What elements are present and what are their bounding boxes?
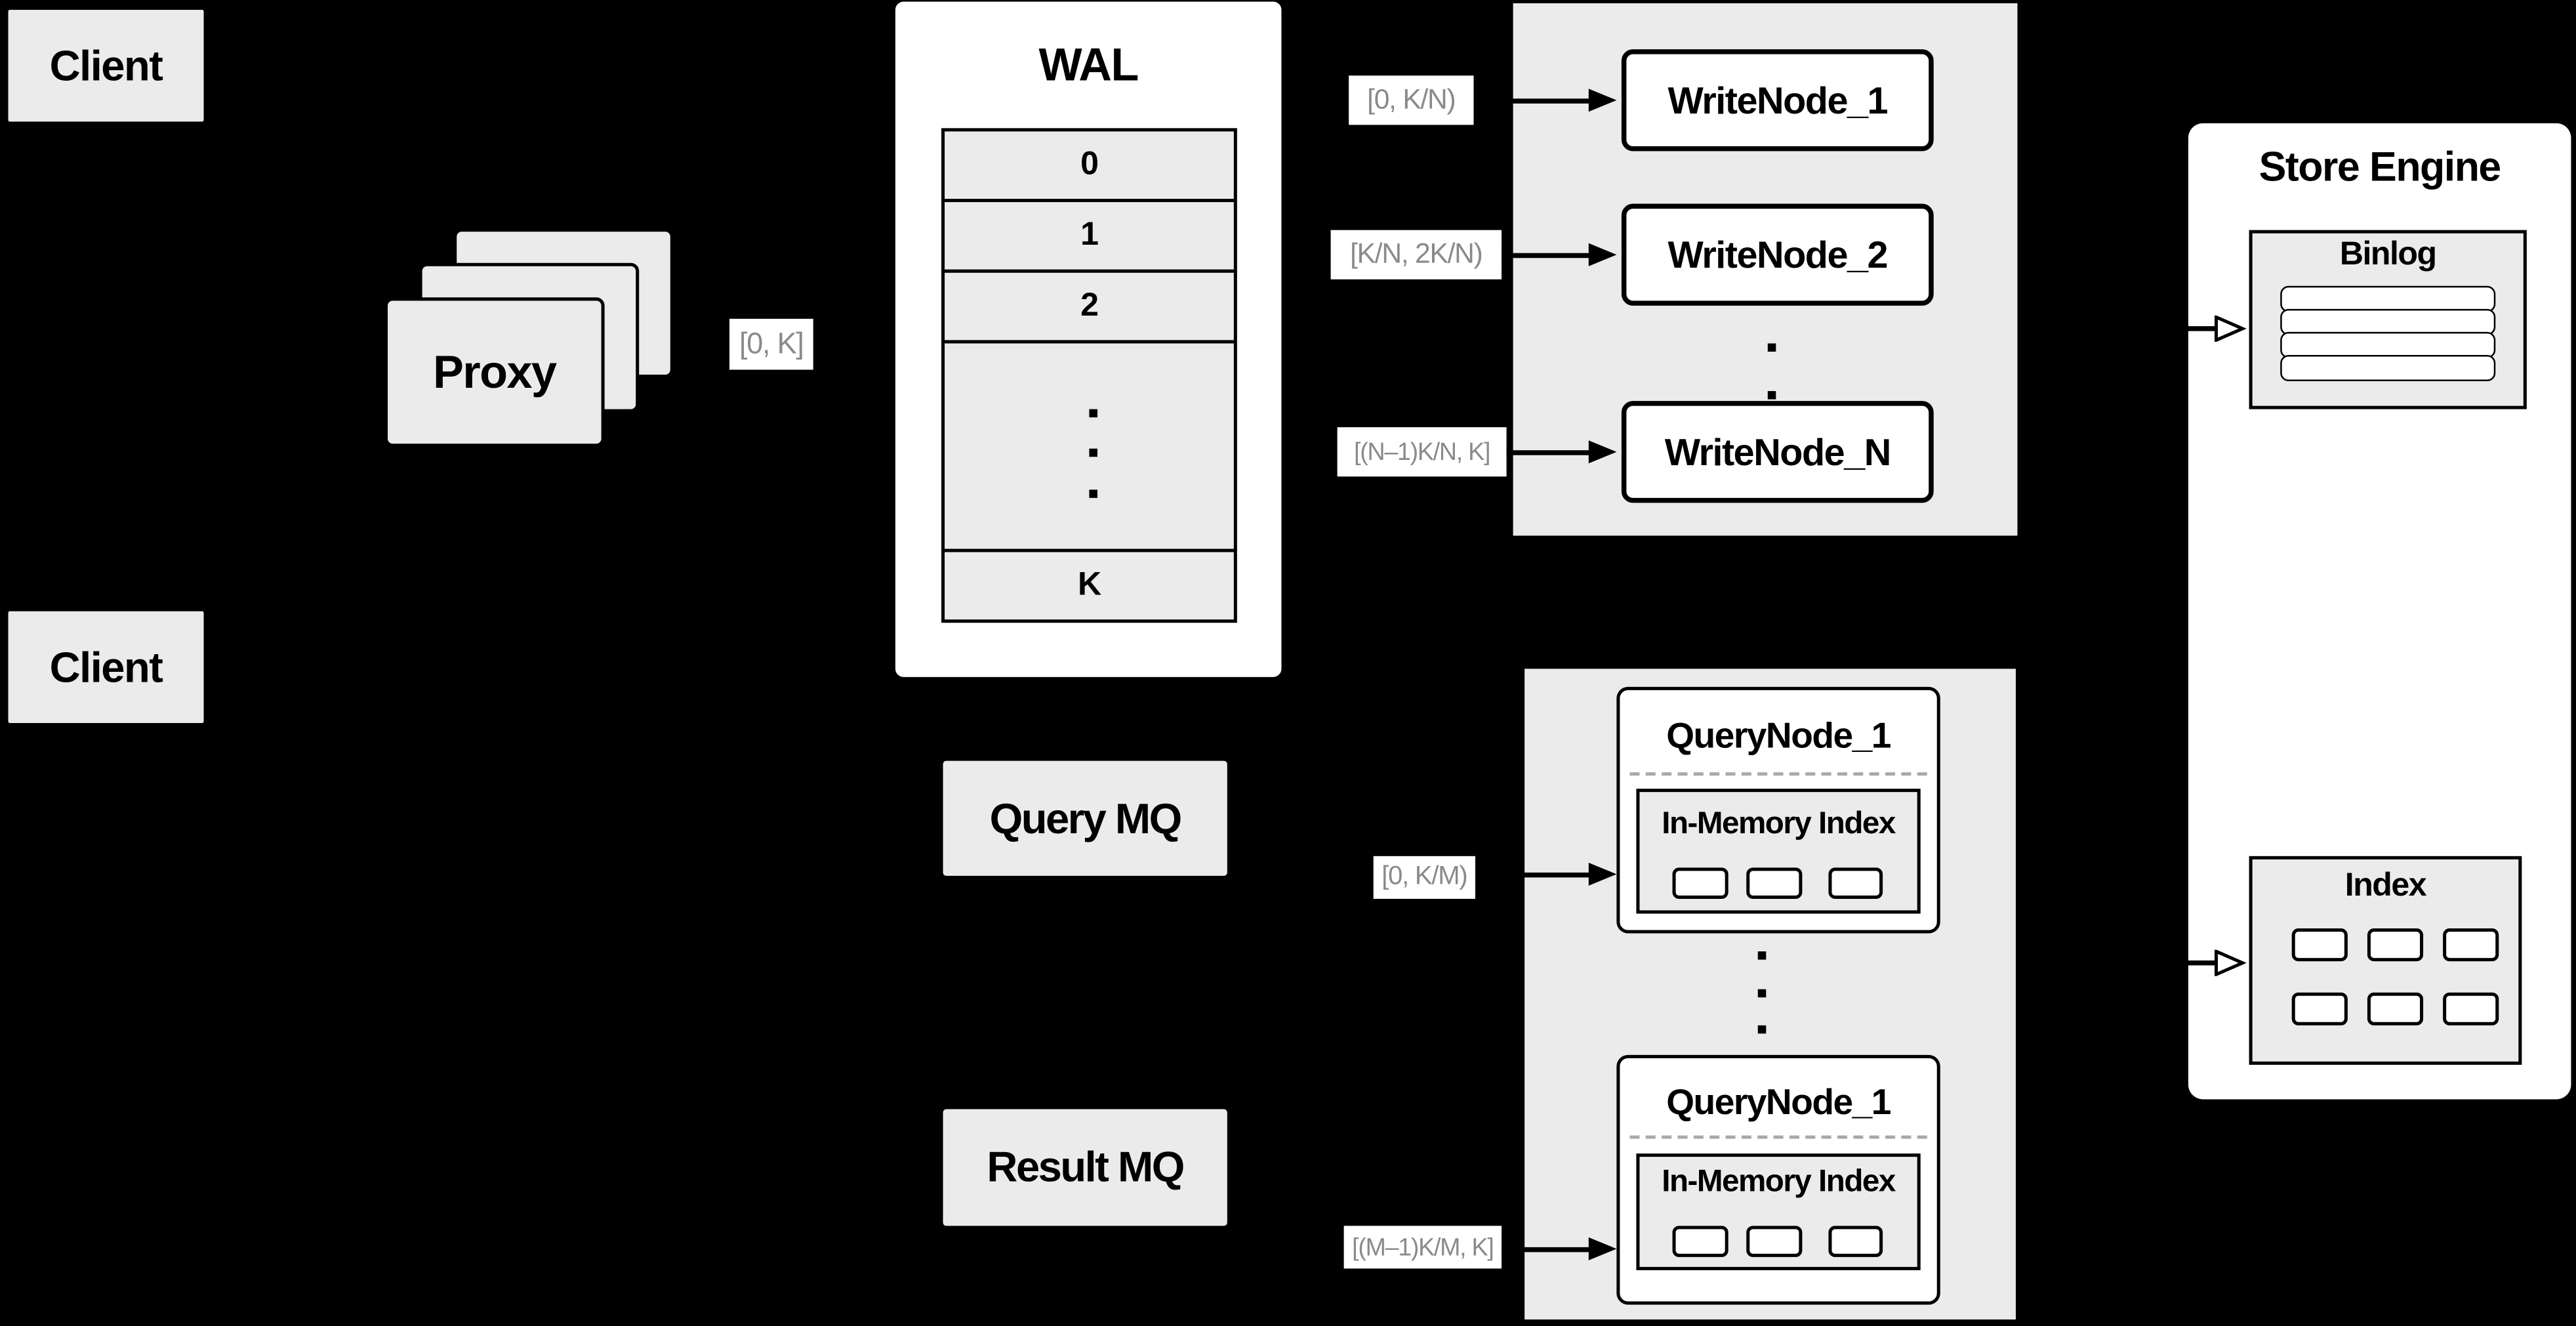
binlog-row [2280,331,2496,358]
writenode2-box: WriteNode_2 [1621,203,1934,306]
querynode-top-memory-box: In-Memory Index [1636,789,1921,914]
client-top-label: Client [49,40,163,90]
querynode-bottom-memory-box: In-Memory Index [1636,1153,1921,1270]
wal-row-k: K [941,549,1237,623]
index-segment [2291,928,2348,962]
querynode-bottom-memory-label: In-Memory Index [1662,1165,1896,1200]
binlog-row [2280,308,2496,335]
wal-row-2: 2 [941,269,1237,344]
wal-row-ellipsis [941,340,1237,552]
arrowhead-to-writenoden [1588,440,1617,464]
memory-segment [1672,867,1728,899]
memory-segment [1672,1226,1728,1257]
query-mq-label: Query MQ [989,793,1183,842]
store-engine-panel: Store Engine Binlog Index [2188,123,2571,1100]
memory-segment [1746,1226,1803,1257]
wal-row-0: 0 [941,128,1237,203]
query-ellipsis-dot [1757,951,1766,959]
writenode2-range-text: [K/N, 2K/N) [1350,238,1483,270]
binlog-title: Binlog [2339,236,2437,273]
result-mq-box: Result MQ [943,1109,1227,1226]
writenode1-box: WriteNode_1 [1621,49,1934,152]
writenoden-label: WriteNode_N [1664,429,1892,473]
index-segment [2443,928,2499,962]
client-bottom-box: Client [5,608,207,726]
binlog-box: Binlog [2249,230,2527,409]
wal-ellipsis-dot [1089,409,1097,417]
writenode1-range-label: [0, K/N) [1349,75,1474,125]
arrowhead-to-querynode-bottom [1588,1237,1617,1260]
wal-title: WAL [1038,39,1139,91]
querynode-top-box: QueryNode_1 In-Memory Index [1616,686,1940,934]
writenode2-label: WriteNode_2 [1667,232,1889,276]
arrowhead-to-writenode1 [1588,89,1617,112]
querynode-bottom-box: QueryNode_1 In-Memory Index [1616,1054,1940,1305]
arrow-to-querynode-bottom [1502,1246,1591,1252]
writenode1-label: WriteNode_1 [1667,77,1889,121]
querynode-bottom-range-label: [(M–1)K/M, K] [1343,1226,1502,1269]
querynode-top-memory-label: In-Memory Index [1662,806,1896,842]
arrowhead-to-querynode-top [1588,862,1617,886]
index-segment [2443,992,2499,1026]
writenoden-range-text: [(N–1)K/N, K] [1354,438,1490,466]
writenode2-range-label: [K/N, 2K/N) [1330,230,1502,280]
memory-segment [1828,1226,1883,1257]
querynode-top-label: QueryNode_1 [1666,715,1891,756]
querynode-bottom-range-text: [(M–1)K/M, K] [1352,1233,1494,1262]
memory-segment [1828,867,1883,899]
index-segment [2367,992,2424,1026]
arrow-to-binlog [2186,315,2247,342]
store-engine-title: Store Engine [2259,144,2502,191]
binlog-row [2280,354,2496,381]
query-mq-box: Query MQ [943,760,1227,876]
arrowhead-to-writenode2 [1588,243,1617,266]
writenode1-range-text: [0, K/N) [1367,83,1456,115]
writenoden-box: WriteNode_N [1621,401,1934,503]
wal-ellipsis-dot [1089,489,1097,497]
index-box: Index [2249,856,2522,1065]
result-mq-label: Result MQ [987,1142,1185,1191]
arrow-to-index [2186,949,2247,976]
memory-segment [1746,867,1803,899]
querynode-top-range-text: [0, K/M) [1381,862,1468,891]
arrow-to-writenode1 [1473,98,1595,103]
wal-panel: WAL 0 1 2 K [895,1,1282,677]
query-ellipsis-dot [1757,1025,1766,1033]
querynode-top-range-label: [0, K/M) [1373,856,1476,899]
proxy-card-front: Proxy [384,297,605,447]
arrow-to-writenoden [1506,449,1595,455]
index-segment [2367,928,2424,962]
querynode-bottom-label: QueryNode_1 [1666,1081,1891,1123]
index-segment [2291,992,2348,1026]
querynode-top-divider [1629,772,1927,776]
index-title: Index [2344,867,2427,904]
writenoden-range-label: [(N–1)K/N, K] [1337,427,1507,477]
arrow-to-writenode2 [1502,252,1595,257]
arrow-to-querynode-top [1475,871,1591,877]
proxy-label: Proxy [433,346,557,397]
proxy-range-label: [0, K] [729,318,813,370]
write-ellipsis-dot [1767,343,1776,352]
client-top-box: Client [5,7,207,125]
wal-ellipsis-dot [1089,448,1097,456]
wal-table: 0 1 2 K [941,128,1237,623]
binlog-row [2280,285,2496,312]
write-ellipsis-dot [1767,391,1776,400]
query-ellipsis-dot [1757,989,1766,997]
proxy-range-text: [0, K] [739,327,804,360]
querynode-bottom-divider [1629,1135,1927,1139]
wal-row-1: 1 [941,199,1237,273]
client-bottom-label: Client [49,641,163,692]
